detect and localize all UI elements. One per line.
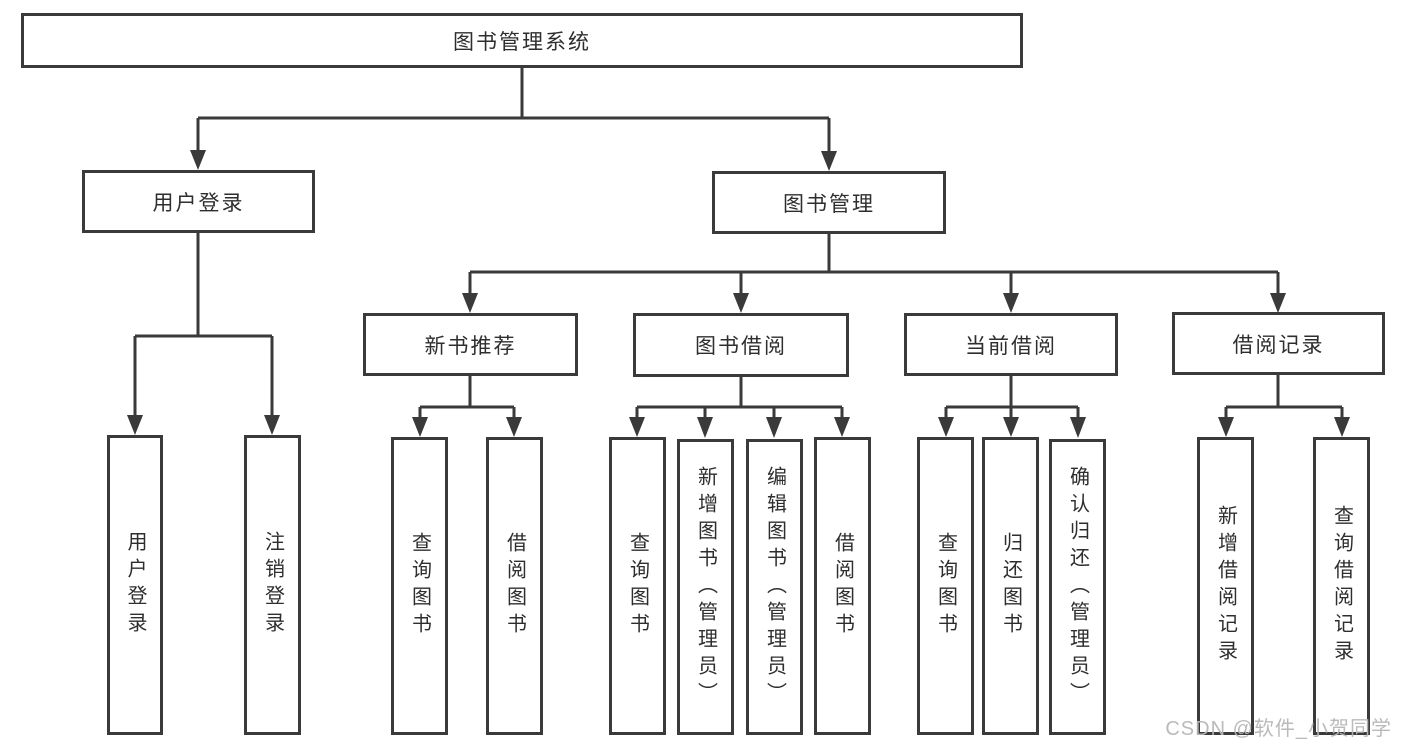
arrowheads (127, 150, 1350, 438)
leaf-query-borrow-record: 查询借阅记录 (1313, 437, 1370, 735)
leaf-return-books: 归还图书 (982, 437, 1039, 735)
arrow-shafts-leaves (418, 407, 1344, 418)
spine-book-mgmt (470, 234, 1278, 274)
leaf-user-login-label: 用户登录 (124, 531, 146, 639)
leaf-query-books-borrow: 查询图书 (609, 437, 666, 735)
node-current-borrowing: 当前借阅 (904, 313, 1118, 376)
arrow-shafts-login-leaves (133, 336, 274, 416)
spine-root (198, 68, 829, 120)
node-book-management-label: 图书管理 (783, 192, 875, 216)
node-user-login: 用户登录 (82, 170, 315, 233)
spine-new-books (420, 376, 514, 409)
node-new-book-recommend: 新书推荐 (363, 313, 578, 376)
node-user-login-label: 用户登录 (152, 191, 245, 215)
leaf-borrow-books-newrec-label: 借阅图书 (503, 532, 526, 640)
node-book-management: 图书管理 (712, 171, 946, 234)
leaf-query-borrow-record-label: 查询借阅记录 (1330, 505, 1353, 667)
leaf-query-books-newrec-label: 查询图书 (408, 532, 431, 640)
arrow-shafts-level2 (196, 118, 831, 152)
leaf-confirm-return-admin: 确认归还（管理员） (1049, 439, 1106, 735)
leaf-add-borrow-record: 新增借阅记录 (1197, 437, 1254, 735)
node-book-borrowing-label: 图书借阅 (695, 335, 787, 358)
leaf-borrow-books-newrec: 借阅图书 (486, 437, 543, 735)
node-root-label: 图书管理系统 (453, 30, 591, 54)
leaf-query-books-borrow-label: 查询图书 (626, 532, 649, 640)
leaf-query-books-current: 查询图书 (917, 437, 974, 735)
node-root: 图书管理系统 (21, 13, 1023, 68)
spine-borrow-records (1226, 375, 1342, 409)
spine-book-borrow (637, 377, 842, 409)
leaf-add-books-admin-label: 新增图书（管理员） (694, 465, 717, 709)
leaf-logout-label: 注销登录 (261, 531, 284, 639)
leaf-query-books-current-label: 查询图书 (934, 532, 957, 640)
node-borrow-records: 借阅记录 (1172, 312, 1385, 375)
spine-current-borrow (946, 376, 1078, 409)
leaf-borrow-books: 借阅图书 (814, 437, 871, 735)
leaf-add-borrow-record-label: 新增借阅记录 (1214, 505, 1237, 667)
leaf-user-login: 用户登录 (107, 435, 163, 735)
leaf-borrow-books-label: 借阅图书 (831, 532, 854, 640)
leaf-edit-books-admin-label: 编辑图书（管理员） (763, 465, 786, 709)
leaf-return-books-label: 归还图书 (999, 532, 1022, 640)
leaf-logout: 注销登录 (244, 435, 301, 735)
node-borrow-records-label: 借阅记录 (1232, 333, 1325, 357)
node-book-borrowing: 图书借阅 (633, 313, 849, 377)
csdn-watermark: CSDN @软件_小贺同学 (1165, 718, 1392, 740)
leaf-query-books-newrec: 查询图书 (391, 437, 448, 735)
node-current-borrowing-label: 当前借阅 (965, 334, 1057, 358)
leaf-add-books-admin: 新增图书（管理员） (677, 439, 734, 735)
leaf-edit-books-admin: 编辑图书（管理员） (746, 439, 803, 735)
spine-user-login (135, 233, 272, 338)
node-new-book-recommend-label: 新书推荐 (424, 334, 517, 358)
arrow-shafts-level3 (468, 272, 1280, 294)
leaf-confirm-return-admin-label: 确认归还（管理员） (1066, 465, 1089, 709)
